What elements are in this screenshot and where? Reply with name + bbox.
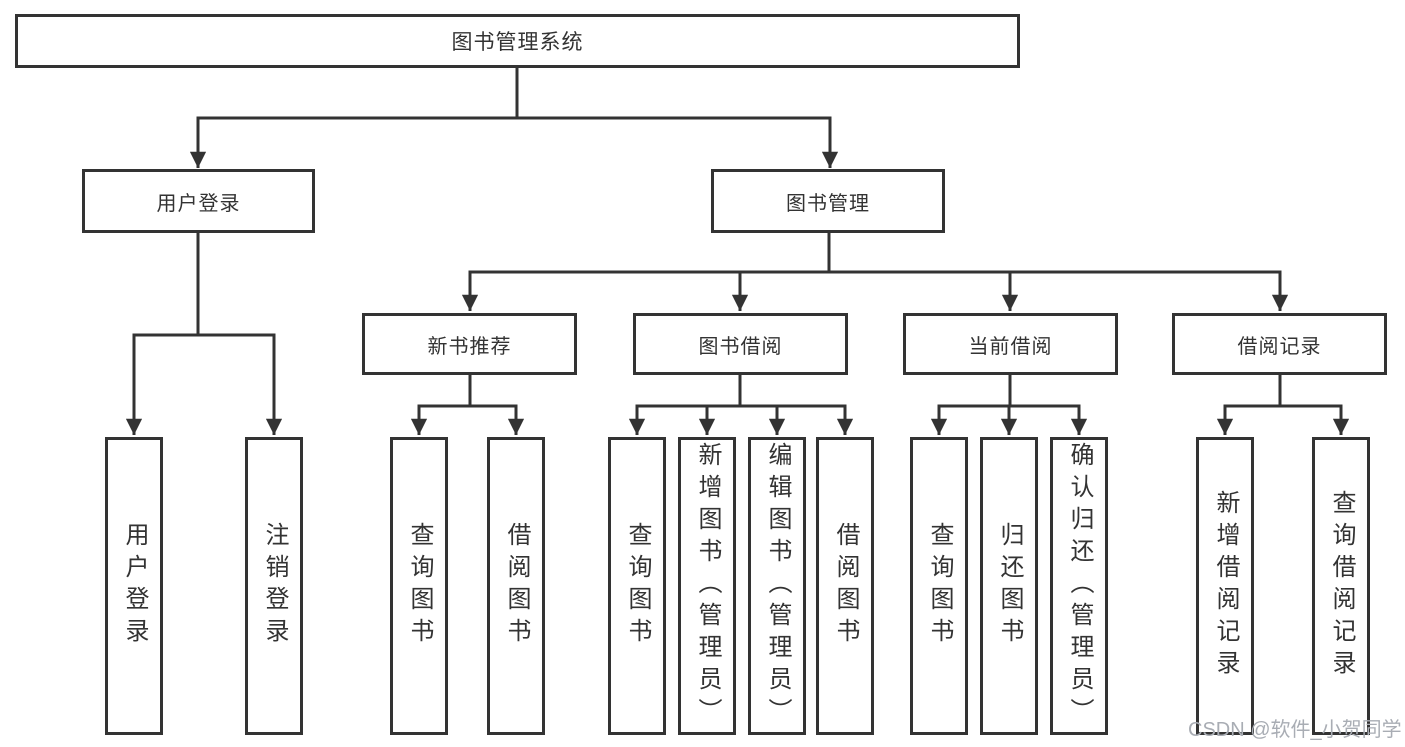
node-label: 借阅图书 xyxy=(503,522,530,650)
node-current-borrowing: 当前借阅 xyxy=(903,313,1118,375)
node-label: 借阅记录 xyxy=(1237,335,1322,358)
csdn-watermark: CSDN @软件_小贺同学 xyxy=(1188,719,1402,741)
leaf-query-books-current: 查询图书 xyxy=(910,437,968,735)
leaf-logout: 注销登录 xyxy=(245,437,303,735)
node-label: 用户登录 xyxy=(156,192,241,215)
node-label: 新增借阅记录 xyxy=(1212,490,1239,682)
leaf-query-books-borrowing: 查询图书 xyxy=(608,437,666,735)
node-label: 注销登录 xyxy=(261,522,288,650)
node-label: 新书推荐 xyxy=(427,335,512,358)
leaf-borrow-books-recommend: 借阅图书 xyxy=(487,437,545,735)
node-label: 用户登录 xyxy=(121,522,148,650)
leaf-query-borrow-record: 查询借阅记录 xyxy=(1312,437,1370,735)
leaf-query-books-recommend: 查询图书 xyxy=(390,437,448,735)
node-label: 归还图书 xyxy=(996,522,1023,650)
node-label: 当前借阅 xyxy=(968,335,1053,358)
leaf-user-login: 用户登录 xyxy=(105,437,163,735)
node-label: 编辑图书（管理员） xyxy=(764,442,791,730)
node-new-book-recommend: 新书推荐 xyxy=(362,313,577,375)
node-label: 查询图书 xyxy=(926,522,953,650)
leaf-confirm-return-admin: 确认归还（管理员） xyxy=(1050,437,1108,735)
leaf-return-book: 归还图书 xyxy=(980,437,1038,735)
node-label: 查询图书 xyxy=(624,522,651,650)
leaf-add-borrow-record: 新增借阅记录 xyxy=(1196,437,1254,735)
node-label: 新增图书（管理员） xyxy=(694,442,721,730)
node-label: 查询借阅记录 xyxy=(1328,490,1355,682)
node-book-management: 图书管理 xyxy=(711,169,945,233)
node-user-login: 用户登录 xyxy=(82,169,315,233)
node-label: 确认归还（管理员） xyxy=(1066,442,1093,730)
node-book-borrowing: 图书借阅 xyxy=(633,313,848,375)
node-label: 查询图书 xyxy=(406,522,433,650)
leaf-add-book-admin: 新增图书（管理员） xyxy=(678,437,736,735)
node-label: 图书借阅 xyxy=(698,335,783,358)
leaf-borrow-books-borrowing: 借阅图书 xyxy=(816,437,874,735)
node-label: 图书管理系统 xyxy=(451,31,584,54)
node-label: 图书管理 xyxy=(786,192,870,215)
node-label: 借阅图书 xyxy=(832,522,859,650)
node-borrowing-records: 借阅记录 xyxy=(1172,313,1387,375)
node-library-system: 图书管理系统 xyxy=(15,14,1020,68)
leaf-edit-book-admin: 编辑图书（管理员） xyxy=(748,437,806,735)
